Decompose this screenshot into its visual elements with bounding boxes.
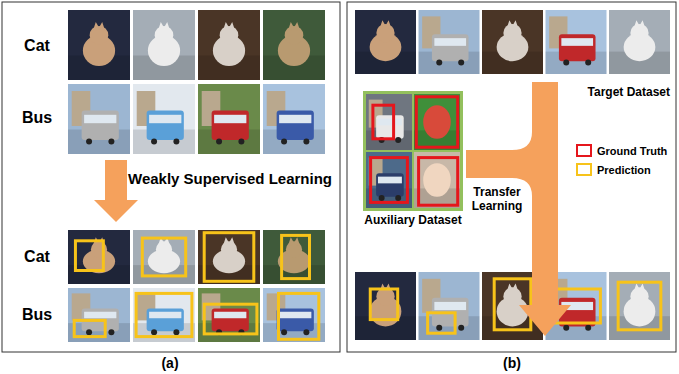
legend-item: Ground Truth — [576, 144, 667, 157]
bounding-box — [204, 304, 257, 334]
bounding-box — [279, 293, 319, 339]
dataset-label: Auxiliary Dataset — [355, 214, 471, 228]
photo — [68, 84, 130, 154]
photo — [263, 84, 325, 154]
photo — [263, 10, 325, 80]
bounding-box — [75, 241, 103, 271]
bounding-box — [204, 233, 254, 282]
bounding-box — [371, 158, 408, 203]
photo — [263, 288, 325, 342]
photo — [355, 272, 416, 340]
photo — [419, 10, 480, 74]
bounding-box — [416, 97, 457, 147]
photo — [482, 10, 543, 74]
bounding-box — [419, 158, 458, 206]
bounding-box — [494, 279, 531, 330]
photo — [198, 84, 260, 154]
block-arrow — [466, 82, 571, 336]
legend-swatch — [576, 144, 592, 157]
bounding-box — [373, 105, 394, 139]
panel-border — [2, 2, 340, 352]
photo — [609, 10, 670, 74]
photo — [366, 152, 412, 208]
photo — [133, 10, 195, 80]
panel-label: (b) — [482, 355, 542, 371]
block-arrow — [94, 160, 138, 222]
row-label: Bus — [8, 109, 66, 127]
row-label: Bus — [8, 306, 66, 324]
photo — [198, 230, 260, 284]
photo — [68, 230, 130, 284]
photo — [609, 272, 670, 340]
bounding-box — [370, 289, 397, 320]
photo — [414, 152, 460, 208]
photo — [546, 10, 607, 74]
photo — [68, 288, 130, 342]
legend-item: Prediction — [576, 163, 651, 176]
method-label: Transfer Learning — [466, 186, 528, 214]
bounding-box — [428, 313, 455, 333]
photo — [68, 10, 130, 80]
row-label: Cat — [8, 248, 66, 266]
photo — [133, 288, 195, 342]
auxiliary-frame — [363, 91, 463, 211]
legend-text: Prediction — [597, 164, 651, 176]
bounding-box — [74, 320, 105, 336]
legend-swatch — [576, 163, 592, 176]
photo — [133, 84, 195, 154]
photo — [419, 272, 480, 340]
photo — [355, 10, 416, 74]
photo — [133, 230, 195, 284]
photo — [198, 288, 260, 342]
photo — [366, 94, 412, 150]
bounding-box — [282, 235, 310, 278]
dataset-label: Target Dataset — [566, 86, 670, 100]
bounding-box — [142, 238, 185, 276]
method-label: Weakly Supervised Learning — [128, 170, 332, 187]
photo — [198, 10, 260, 80]
photo — [263, 230, 325, 284]
panel-border — [347, 2, 676, 352]
row-label: Cat — [8, 37, 66, 55]
panel-label: (a) — [140, 355, 200, 371]
photo — [414, 94, 460, 150]
bounding-box — [136, 293, 192, 336]
legend-text: Ground Truth — [597, 145, 667, 157]
bounding-box — [618, 282, 661, 330]
